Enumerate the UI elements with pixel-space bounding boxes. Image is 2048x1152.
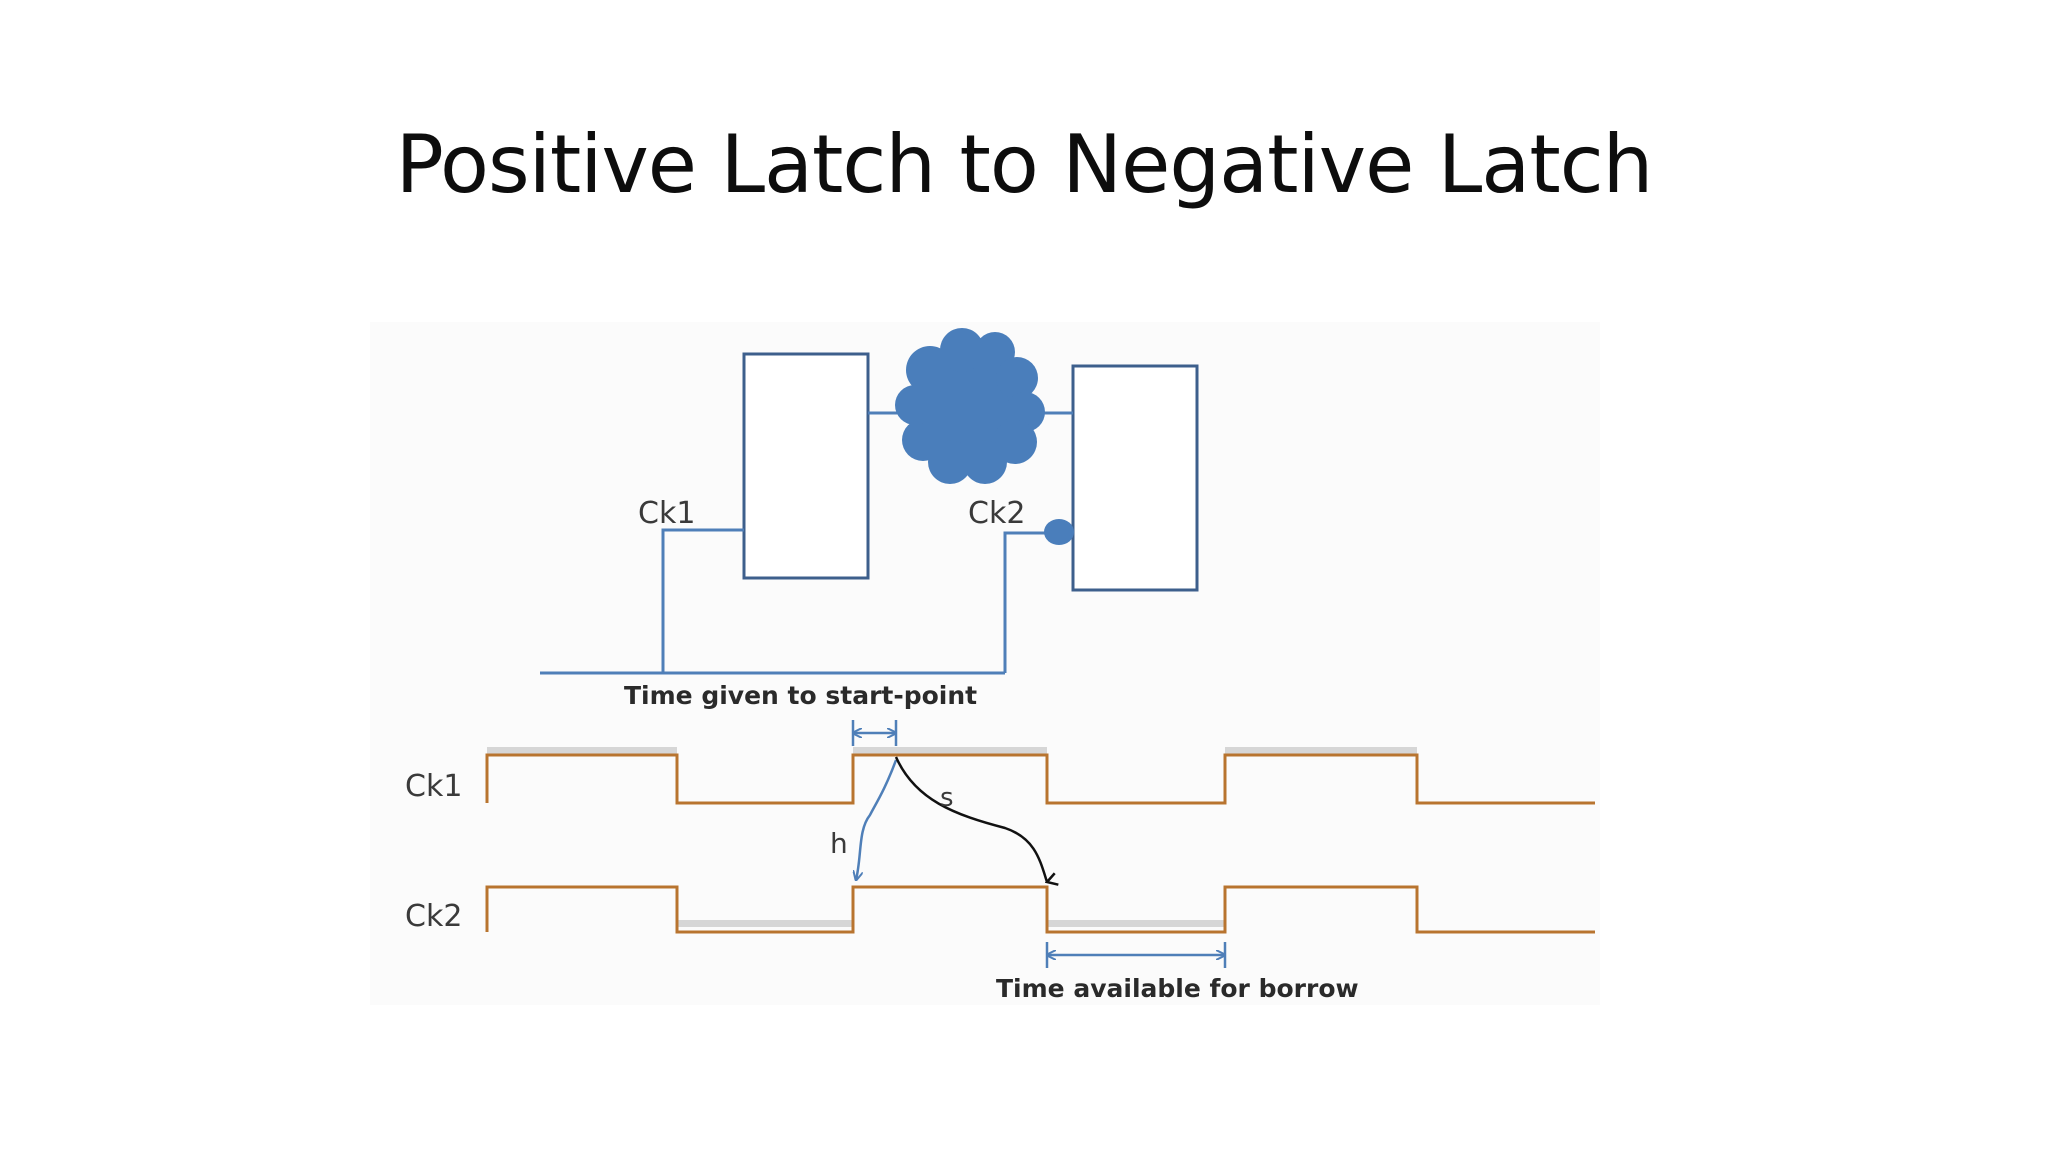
hold-label: h: [830, 827, 848, 860]
timing-diagram: Time given to start-point Ck1 Ck2 h s Ti…: [405, 681, 1595, 1003]
ck1-waveform-label: Ck1: [405, 769, 462, 804]
circuit-diagram: Ck1 Ck2: [540, 328, 1199, 675]
slide-title: Positive Latch to Negative Latch: [395, 118, 1654, 211]
inverted-clock-bubble: [1044, 519, 1074, 545]
logic-cloud: [895, 328, 1045, 484]
hold-arrow: [856, 759, 898, 880]
setup-arrow: [894, 756, 1047, 882]
ck2-waveform-label: Ck2: [405, 899, 462, 934]
ck2-circuit-label: Ck2: [968, 496, 1025, 531]
ck2-clock-wire: [1003, 531, 1057, 673]
negative-latch: [1071, 364, 1199, 592]
setup-label: s: [940, 783, 954, 813]
positive-latch: [742, 352, 870, 580]
ck1-clock-wire: [661, 528, 744, 673]
caption-borrow: Time available for borrow: [996, 974, 1359, 1003]
ck1-waveform: [485, 753, 1595, 805]
active-phase-shading: [487, 747, 1417, 927]
ck1-circuit-label: Ck1: [638, 496, 695, 531]
caption-start-point: Time given to start-point: [624, 681, 977, 710]
ck2-waveform: [485, 885, 1595, 934]
